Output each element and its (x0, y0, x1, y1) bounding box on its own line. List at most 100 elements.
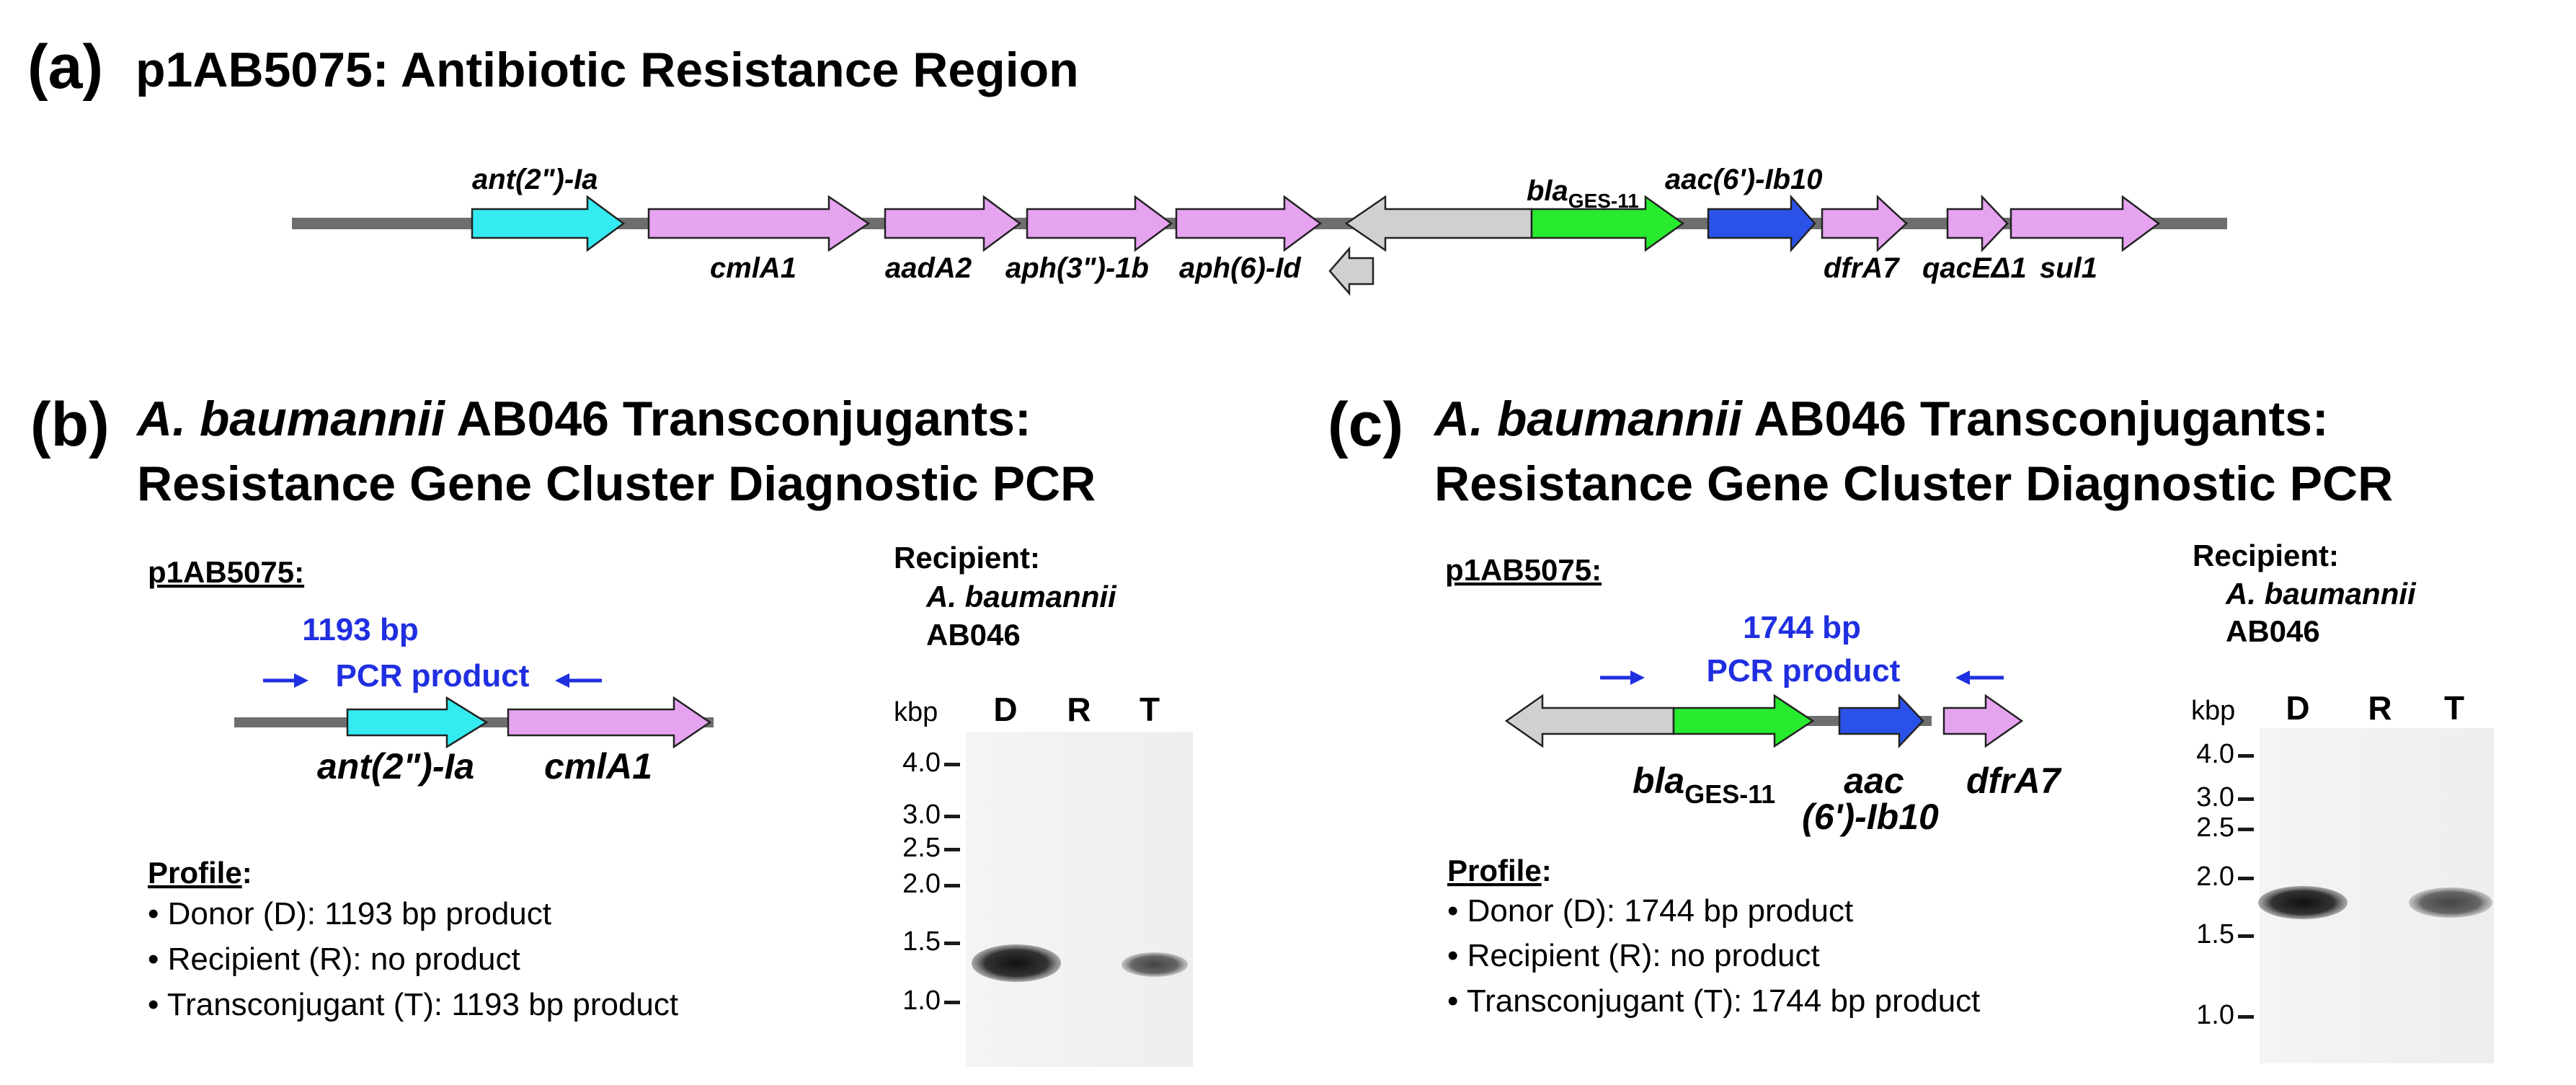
panel-b-band-donor (972, 944, 1061, 982)
panel-c-product-label: PCR product (1707, 653, 1901, 688)
panel-b-recipient-species: A. baumannii (925, 580, 1117, 614)
gene-label-aac: aac(6')-Ib10 (1665, 164, 1823, 195)
panel-c-ladder-1-0: 1.0 (2196, 1000, 2234, 1030)
panel-b-ladder-tick (944, 763, 960, 766)
panel-c-ladder-2-5: 2.5 (2196, 812, 2234, 843)
panel-c-band-donor (2258, 886, 2348, 919)
panel-c-gene-label-bla-subscript: GES-11 (1684, 779, 1775, 809)
panel-b-profile-colon: : (242, 856, 252, 890)
panel-b-primer-reverse-arrow (555, 673, 569, 688)
gene-label-ant2: ant(2")-Ia (472, 164, 598, 195)
panel-b-gel-unit: kbp (894, 697, 938, 727)
panel-c-gene-arrow-gray-reverse (1504, 694, 1675, 748)
panel-b-ladder-tick (944, 815, 960, 818)
panel-a-title: p1AB5075: Antibiotic Resistance Region (136, 43, 1079, 97)
panel-c-letter: (c) (1328, 390, 1403, 459)
panel-c-gene-arrow-bla (1672, 694, 1815, 748)
panel-c-profile-word: Profile (1447, 854, 1542, 887)
panel-c-lane-t: T (2444, 689, 2464, 727)
panel-c-profile-title: Profile: (1447, 854, 1552, 887)
gene-label-cmlA1: cmlA1 (710, 252, 796, 284)
panel-a: (a) p1AB5075: Antibiotic Resistance Regi… (27, 32, 2227, 296)
gene-arrow-bla (1530, 195, 1685, 252)
gene-arrow-cmlA1 (647, 195, 871, 252)
gene-label-qacE: qacEΔ1 (1922, 252, 2027, 284)
panel-c-map-label: p1AB5075: (1445, 553, 1602, 587)
panel-b-gene-label-ant2: ant(2")-Ia (317, 746, 474, 787)
gene-arrow-gray-reverse (1344, 195, 1533, 252)
panel-c-gene-label-aac-line1: aac (1844, 761, 1904, 801)
panel-c-ladder-tick (2238, 754, 2254, 758)
panel-c-ladder-3-0: 3.0 (2196, 782, 2234, 812)
panel-c-gene-arrow-aac (1838, 693, 1924, 749)
gene-label-bla: blaGES-11 (1527, 175, 1639, 212)
panel-c-gene-label-bla-base: bla (1633, 761, 1684, 801)
panel-b-ladder-1-5: 1.5 (902, 926, 941, 957)
panel-c-gene-label-bla: blaGES-11 (1633, 761, 1775, 809)
gene-arrow-aac (1707, 194, 1816, 253)
panel-b-title-species: A. baumannii (136, 391, 446, 446)
panel-b-title-line1: A. baumannii AB046 Transconjugants: (136, 391, 1031, 446)
panel-b-profile-donor: • Donor (D): 1193 bp product (148, 896, 551, 931)
panel-c-recipient-species: A. baumannii (2225, 577, 2417, 611)
panel-b-letter: (b) (30, 390, 110, 459)
panel-b-ladder-2-0: 2.0 (902, 869, 941, 899)
panel-b-ladder-3-0: 3.0 (902, 800, 941, 830)
panel-c-ladder-2-0: 2.0 (2196, 862, 2234, 892)
gene-label-sul1: sul1 (2040, 252, 2097, 284)
gene-arrow-sul1 (2009, 195, 2161, 252)
panel-c-recipient-strain: AB046 (2226, 614, 2320, 648)
gene-arrow-aadA2 (884, 195, 1022, 252)
panel-b-gene-arrow-ant2 (346, 696, 489, 749)
panel-c-ladder-4-0: 4.0 (2196, 739, 2234, 769)
panel-b-profile-title: Profile: (148, 856, 252, 890)
panel-c-recipient-title: Recipient: (2193, 539, 2339, 572)
gene-label-dfrA7: dfrA7 (1824, 252, 1900, 284)
gene-label-aph6: aph(6)-Id (1179, 252, 1302, 284)
panel-c-profile-transconjugant: • Transconjugant (T): 1744 bp product (1447, 983, 1980, 1019)
panel-c-gel-unit: kbp (2191, 696, 2235, 726)
panel-c-ladder-tick (2238, 1015, 2254, 1019)
panel-b-ladder-tick (944, 884, 960, 887)
panel-b-ladder-1-0: 1.0 (902, 986, 941, 1016)
panel-c-title-line1: A. baumannii AB046 Transconjugants: (1433, 391, 2329, 446)
panel-c-gene-label-dfrA7: dfrA7 (1966, 761, 2062, 801)
panel-b-product-size: 1193 bp (302, 612, 418, 647)
panel-c-band-transconjugant (2409, 887, 2492, 918)
panel-b-gene-label-cmlA1: cmlA1 (544, 746, 652, 787)
panel-b-gene-arrow-cmlA1 (507, 696, 712, 749)
panel-c-primer-reverse-arrow (1955, 670, 1970, 685)
panel-c-gene-label-aac-line2: (6')-Ib10 (1802, 797, 1939, 837)
panel-c-product-size: 1744 bp (1743, 610, 1861, 645)
panel-c-ladder-tick (2238, 877, 2254, 880)
panel-b-title-rest: AB046 Transconjugants: (445, 391, 1031, 446)
gene-label-bla-base: bla (1527, 175, 1568, 207)
panel-b: (b) A. baumannii AB046 Transconjugants: … (30, 390, 1193, 1067)
panel-b-gel (966, 732, 1193, 1067)
panel-c-title-line2: Resistance Gene Cluster Diagnostic PCR (1434, 456, 2393, 511)
panel-c-lane-d: D (2286, 689, 2309, 727)
panel-a-letter: (a) (27, 32, 103, 102)
panel-c-title-rest: AB046 Transconjugants: (1742, 391, 2329, 446)
panel-c: (c) A. baumannii AB046 Transconjugants: … (1328, 390, 2494, 1063)
panel-b-map-label: p1AB5075: (148, 555, 304, 589)
gene-arrow-aph3 (1026, 195, 1173, 252)
panel-b-product-label: PCR product (336, 658, 530, 694)
panel-b-ladder-tick (944, 942, 960, 945)
panel-c-primer-forward-arrow (1630, 670, 1645, 685)
gene-arrow-aph6 (1175, 195, 1323, 252)
gene-arrow-small-reverse (1328, 246, 1374, 296)
panel-b-profile-word: Profile (148, 856, 242, 890)
panel-c-profile-recipient: • Recipient (R): no product (1447, 938, 1820, 973)
gene-arrow-dfrA7 (1821, 195, 1908, 252)
panel-b-recipient-strain: AB046 (926, 618, 1021, 652)
panel-b-band-transconjugant (1122, 952, 1188, 977)
panel-c-ladder-1-5: 1.5 (2196, 919, 2234, 949)
panel-c-ladder-tick (2238, 934, 2254, 938)
panel-c-profile-colon: : (1542, 854, 1552, 887)
panel-b-lane-t: T (1140, 691, 1160, 728)
panel-c-lane-r: R (2368, 689, 2391, 727)
panel-b-ladder-tick (944, 1001, 960, 1004)
panel-b-profile-recipient: • Recipient (R): no product (148, 942, 520, 977)
